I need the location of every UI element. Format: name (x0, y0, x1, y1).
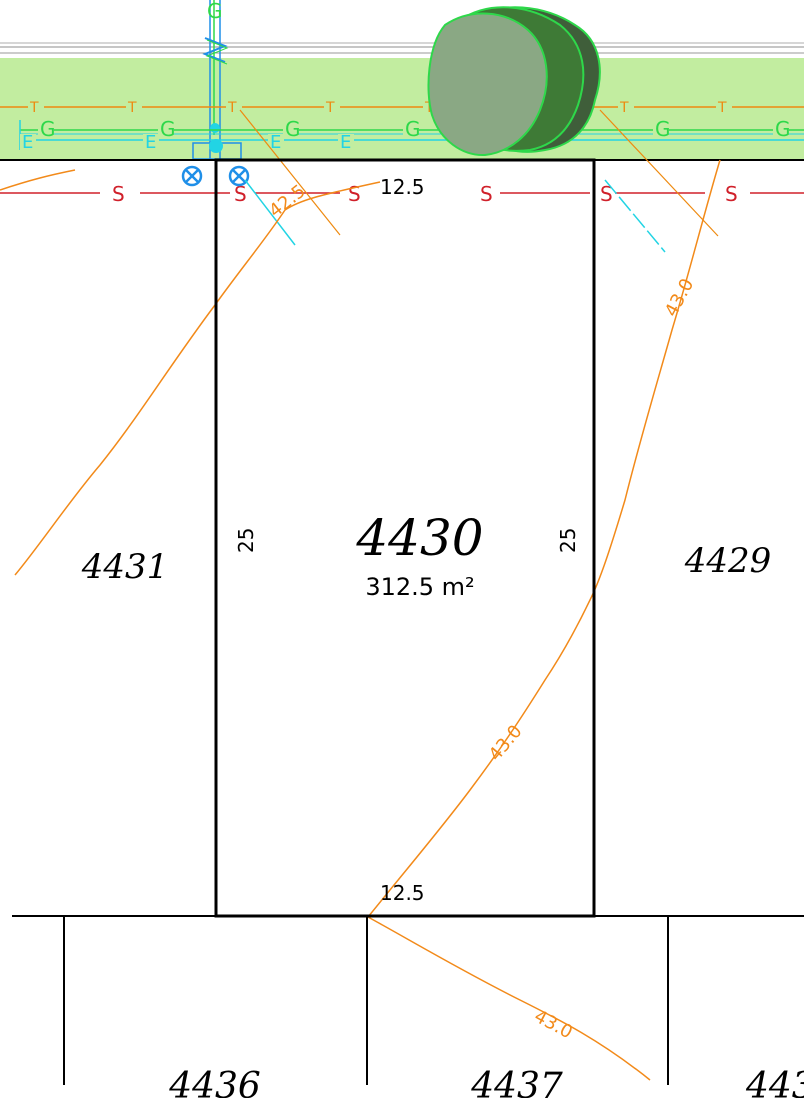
gas-label-7-bg (773, 122, 789, 138)
telecom-label-3-bg (226, 98, 242, 114)
telecom-label-5: T (424, 100, 434, 116)
lot-lines (12, 915, 804, 1085)
telecom-label-2-bg (126, 98, 142, 114)
rear-dimension: 12.5 (380, 881, 425, 905)
lot-number-main: 4430 (355, 509, 483, 567)
gas-label-4: G (405, 117, 421, 141)
telecom-label-1: T (29, 100, 39, 116)
sewer-label-6: S (725, 182, 738, 206)
gas-label-2: G (160, 117, 176, 141)
sewer-label-1: S (112, 182, 125, 206)
gas-label-3-bg (283, 122, 299, 138)
sewer-line: S S S S S S (0, 182, 804, 206)
gas-label-6: G (655, 117, 671, 141)
contour-label-43-0-b: 43.0 (485, 721, 527, 765)
contour-label-43-0-a: 43.0 (661, 275, 698, 320)
gas-label-7: G (775, 117, 791, 141)
lot-area: 312.5 m² (365, 573, 474, 601)
gas-label-3: G (285, 117, 301, 141)
lot-number-bottom-right: 4438 (745, 1066, 804, 1098)
sewer-label-2: S (234, 182, 247, 206)
sewer-connection-left (181, 165, 203, 187)
electric-label-2-bg (143, 134, 159, 150)
electric-label-4-bg (338, 134, 354, 150)
electric-label-1: E (22, 132, 33, 153)
gas-label-2-bg (158, 122, 174, 138)
gas-label-top: G (207, 0, 223, 23)
lot-number-right: 4429 (684, 541, 772, 581)
sewer-connection-right (228, 165, 250, 187)
telecom-label-7-bg (618, 98, 634, 114)
telecom-label-3: T (227, 100, 237, 116)
telecom-label-4: T (325, 100, 335, 116)
telecom-label-8: T (717, 100, 727, 116)
telecom-label-7: T (619, 100, 629, 116)
contour-label-43-0-c: 43.0 (531, 1006, 576, 1043)
electric-label-1-bg (20, 134, 36, 150)
gas-label-6-bg (653, 122, 669, 138)
verge-strip (0, 58, 804, 160)
lot-number-left: 4431 (81, 547, 169, 587)
sewer-label-3: S (348, 182, 361, 206)
electric-leads (239, 109, 719, 253)
electric-label-3: E (270, 132, 281, 153)
contours: 42.5 43.0 43.0 43.0 (0, 159, 721, 1081)
telecom-label-2: T (127, 100, 137, 116)
road-edge (0, 42, 804, 54)
lot-number-bottom-mid: 4437 (470, 1066, 563, 1098)
telecom-label-1-bg (28, 98, 44, 114)
gas-label-4-bg (403, 122, 419, 138)
lot-number-bottom-left: 4436 (168, 1066, 261, 1098)
electric-label-2: E (145, 132, 156, 153)
electric-label-4: E (340, 132, 351, 153)
sewer-label-4: S (480, 182, 493, 206)
electric-label-3-bg (268, 134, 284, 150)
sewer-label-5: S (600, 182, 613, 206)
right-side-dimension: 25 (556, 528, 580, 553)
gas-label-1-bg (38, 122, 54, 138)
gas-label-1: G (40, 117, 56, 141)
left-side-dimension: 25 (234, 528, 258, 553)
telecom-label-4-bg (324, 98, 340, 114)
front-dimension: 12.5 (380, 175, 425, 199)
telecom-label-8-bg (716, 98, 732, 114)
street-tree (427, 6, 601, 157)
